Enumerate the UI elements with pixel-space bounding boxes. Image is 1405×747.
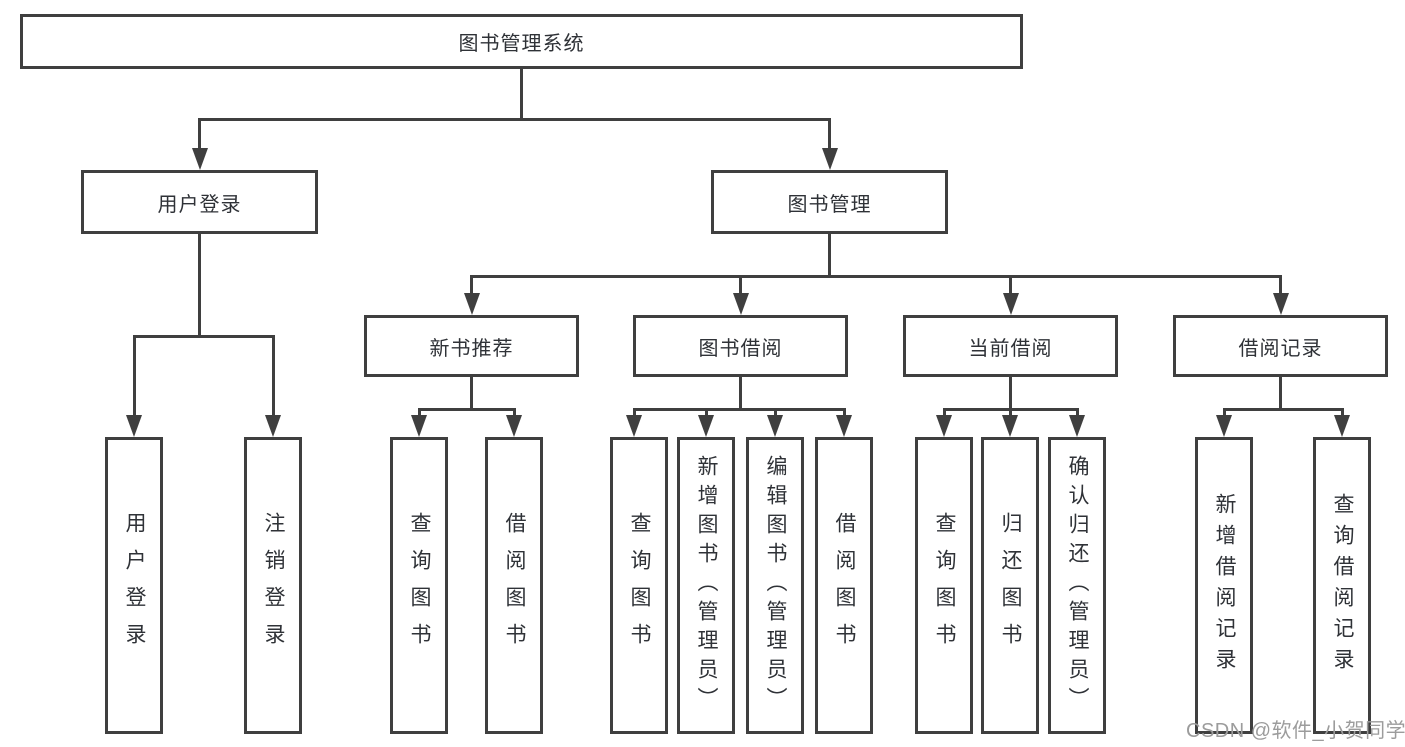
connector-line [632,408,846,411]
connector-line [198,234,201,335]
node-user-login: 用户登录 [81,170,318,234]
connector-arrow-down-icon [411,408,427,437]
leaf-query-borrow-record: 查询借阅记录 [1313,437,1371,734]
connector-arrow-down-icon [821,118,838,170]
leaf-user-login: 用户登录 [105,437,163,734]
connector-arrow-down-icon [1272,275,1289,315]
node-new-book-recommend: 新书推荐 [364,315,579,377]
connector-arrow-down-icon [191,118,208,170]
connector-arrow-down-icon [767,408,783,437]
connector-arrow-down-icon [1002,408,1018,437]
connector-line [739,377,742,408]
connector-arrow-down-icon [626,408,642,437]
connector-line [828,234,831,275]
watermark: CSDN @软件_小贺同学 [1186,720,1405,742]
leaf-return-book: 归还图书 [981,437,1039,734]
node-root: 图书管理系统 [20,14,1023,69]
leaf-borrow-book-recommend: 借阅图书 [485,437,543,734]
connector-arrow-down-icon [1069,408,1085,437]
leaf-edit-book-admin: 编辑图书（管理员） [746,437,804,734]
leaf-borrow-book: 借阅图书 [815,437,873,734]
leaf-query-book-borrow: 查询图书 [610,437,668,734]
connector-line [417,408,516,411]
connector-line [1009,377,1012,408]
leaf-add-borrow-record: 新增借阅记录 [1195,437,1253,734]
connector-line [1222,408,1343,411]
connector-line [198,118,831,121]
connector-arrow-down-icon [732,275,749,315]
connector-arrow-down-icon [836,408,852,437]
connector-arrow-down-icon [506,408,522,437]
connector-arrow-down-icon [936,408,952,437]
connector-line [519,69,523,118]
connector-arrow-down-icon [1002,275,1019,315]
connector-line [470,275,1282,278]
connector-line [1279,377,1282,408]
leaf-add-book-admin: 新增图书（管理员） [677,437,735,734]
connector-arrow-down-icon [265,335,281,437]
node-book-management: 图书管理 [711,170,948,234]
node-current-borrow: 当前借阅 [903,315,1118,377]
leaf-query-book-current: 查询图书 [915,437,973,734]
connector-arrow-down-icon [1216,408,1232,437]
connector-arrow-down-icon [126,335,142,437]
connector-arrow-down-icon [1334,408,1350,437]
connector-line [132,335,275,338]
node-book-borrow: 图书借阅 [633,315,848,377]
connector-arrow-down-icon [698,408,714,437]
connector-line [470,377,473,408]
leaf-query-book-recommend: 查询图书 [390,437,448,734]
leaf-logout: 注销登录 [244,437,302,734]
leaf-confirm-return-admin: 确认归还（管理员） [1048,437,1106,734]
node-borrow-records: 借阅记录 [1173,315,1388,377]
connector-arrow-down-icon [463,275,480,315]
